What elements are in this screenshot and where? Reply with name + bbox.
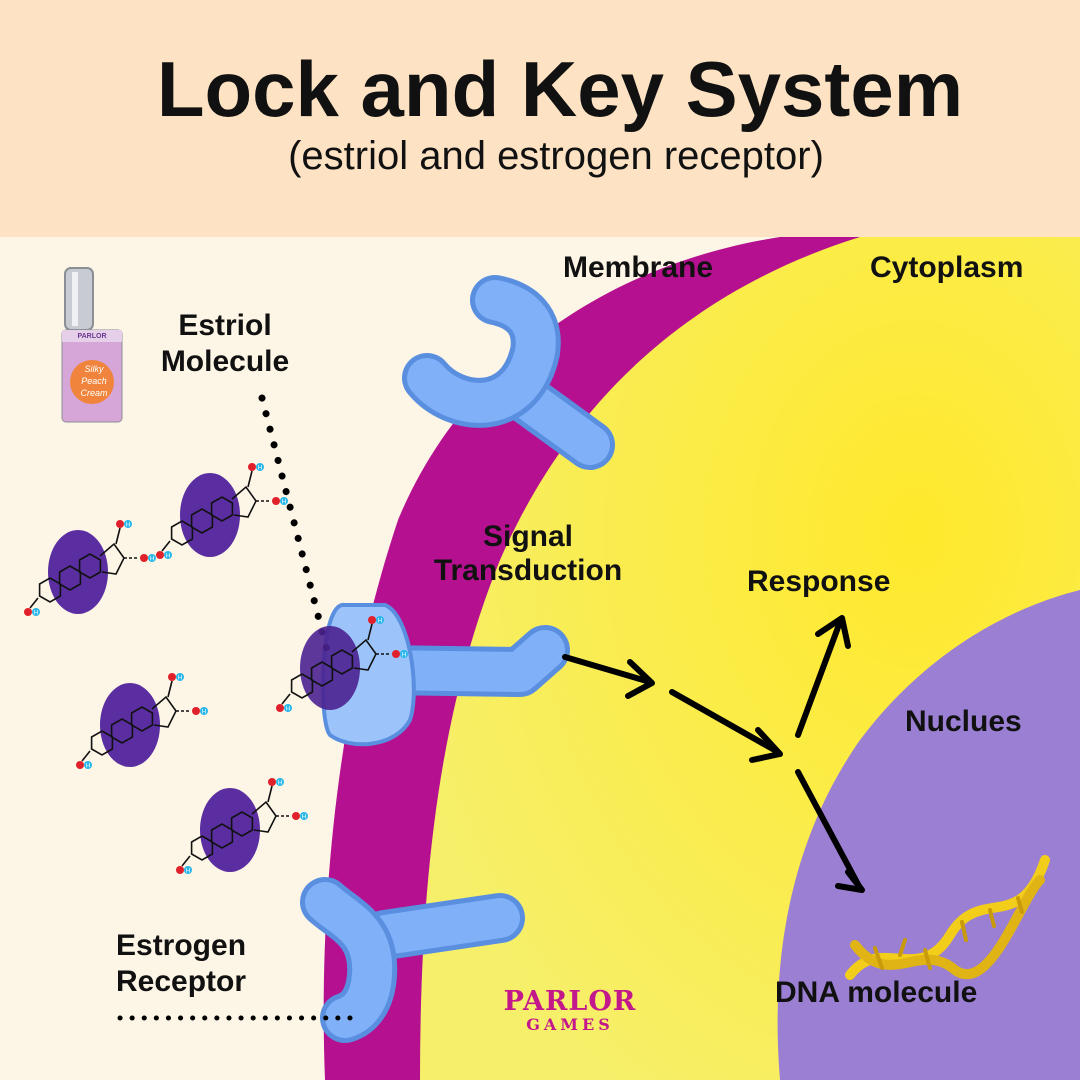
label-receptor-line1: Estrogen: [116, 929, 247, 962]
atom-label: H: [126, 523, 130, 529]
oxygen-atom: [24, 608, 32, 616]
hydrogen-atom: [284, 704, 292, 712]
product-name-1: Silky: [84, 364, 104, 374]
atom-label: H: [150, 557, 154, 563]
page-subtitle: (estriol and estrogen receptor): [288, 134, 824, 178]
product-name-3: Cream: [80, 388, 108, 398]
label-response: Response: [747, 565, 891, 598]
dna-helix-icon: [845, 855, 1050, 980]
oxygen-atom: [116, 520, 124, 528]
label-estriol-molecule: Estriol Molecule: [110, 308, 340, 380]
logo-line1: PARLOR: [503, 986, 637, 1017]
hydrogen-atom: [280, 497, 288, 505]
atom-label: H: [166, 554, 170, 560]
estriol-molecule-icon: H H H: [156, 463, 288, 560]
atom-label: H: [278, 781, 282, 787]
atom-label: H: [302, 815, 306, 821]
oxygen-atom: [248, 463, 256, 471]
label-signal-line2: Transduction: [433, 554, 623, 587]
atom-label: H: [378, 619, 382, 625]
hydrogen-atom: [200, 707, 208, 715]
oxygen-atom: [292, 812, 300, 820]
label-estrogen-receptor: Estrogen Receptor: [116, 928, 246, 1000]
hydrogen-atom: [124, 520, 132, 528]
oxygen-atom: [192, 707, 200, 715]
estriol-molecules: H H H H H H H H H H H H H H H: [24, 463, 408, 875]
atom-label: H: [286, 707, 290, 713]
estriol-molecule-icon: H H H: [24, 520, 156, 617]
estriol-leader-dots: [258, 394, 334, 666]
hydrogen-atom: [148, 554, 156, 562]
atom-label: H: [258, 466, 262, 472]
product-name-2: Peach: [81, 376, 107, 386]
receptor-bound: [320, 603, 570, 747]
atom-label: H: [282, 500, 286, 506]
oxygen-atom: [156, 551, 164, 559]
hydrogen-atom: [276, 778, 284, 786]
page-title: Lock and Key System: [156, 45, 964, 133]
hydrogen-atom: [32, 608, 40, 616]
hydrogen-atom: [300, 812, 308, 820]
hydrogen-atom: [84, 761, 92, 769]
header-banner: [0, 0, 1080, 237]
atom-label: H: [178, 676, 182, 682]
atom-label: H: [186, 869, 190, 875]
oxygen-atom: [176, 866, 184, 874]
oxygen-atom: [76, 761, 84, 769]
atom-label: H: [402, 653, 406, 659]
parlor-games-logo: PARLOR GAMES: [500, 986, 640, 1034]
product-brand: PARLOR: [77, 333, 106, 340]
estriol-molecule-icon: H H H: [76, 673, 208, 770]
estriol-molecule-icon: H H H: [176, 778, 308, 875]
oxygen-atom: [268, 778, 276, 786]
label-membrane: Membrane: [563, 251, 714, 284]
oxygen-atom: [276, 704, 284, 712]
label-estriol-line2: Molecule: [160, 345, 290, 378]
label-dna-molecule: DNA molecule: [775, 976, 978, 1009]
label-receptor-line2: Receptor: [116, 965, 247, 998]
label-signal-transduction: Signal Transduction: [400, 520, 656, 588]
atom-label: H: [86, 764, 90, 770]
hydrogen-atom: [256, 463, 264, 471]
hydrogen-atom: [176, 673, 184, 681]
hydrogen-atom: [376, 616, 384, 624]
signal-arrows: [562, 615, 865, 893]
oxygen-atom: [392, 650, 400, 658]
estriol-molecule-icon: H H H: [276, 616, 408, 713]
oxygen-atom: [168, 673, 176, 681]
hydrogen-atom: [184, 866, 192, 874]
label-cytoplasm: Cytoplasm: [870, 251, 1024, 284]
receptor-bottom: [300, 877, 525, 1043]
atom-label: H: [34, 611, 38, 617]
receptor-top: [402, 275, 615, 470]
label-signal-line1: Signal: [482, 520, 573, 553]
oxygen-atom: [140, 554, 148, 562]
logo-line2: GAMES: [526, 1015, 614, 1034]
hydrogen-atom: [164, 551, 172, 559]
label-nucleus: Nuclues: [905, 705, 1022, 738]
hydrogen-atom: [400, 650, 408, 658]
label-estriol-line1: Estriol: [178, 309, 272, 342]
atom-label: H: [202, 710, 206, 716]
product-bottle-icon: PARLOR Silky Peach Cream: [61, 267, 123, 423]
oxygen-atom: [368, 616, 376, 624]
oxygen-atom: [272, 497, 280, 505]
nucleus: [777, 590, 1080, 1080]
